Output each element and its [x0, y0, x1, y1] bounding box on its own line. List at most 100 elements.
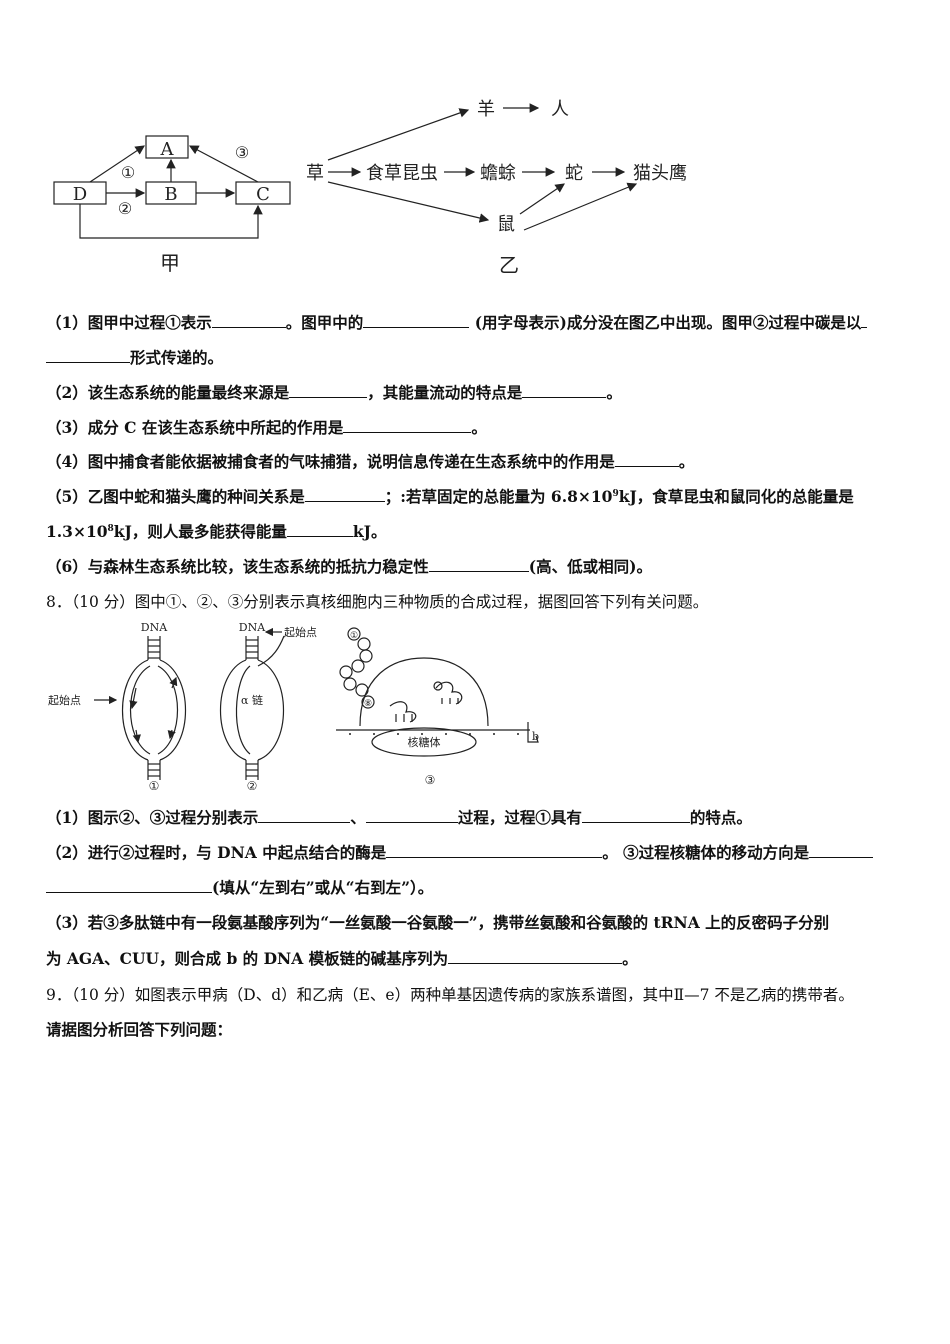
text: （5）乙图中蛇和猫头鹰的种间关系是: [46, 487, 305, 506]
box-a: [145, 135, 189, 159]
answer-blank[interactable]: [363, 313, 470, 328]
text: （6）与森林生态系统比较，该生态系统的抵抗力稳定性: [46, 557, 429, 576]
process-2-label: ②: [118, 199, 132, 218]
q8-line-3: (填从“左到右”或从“右到左”）。: [46, 878, 433, 898]
text: （1）图甲中过程①表示: [46, 313, 212, 332]
text: （4）图中捕食者能依据被捕食者的气味捕猎，说明信息传递在生态系统中的作用是: [46, 452, 615, 471]
answer-blank[interactable]: [258, 808, 351, 823]
text: kJ，则人最多能获得能量: [113, 522, 287, 541]
box-c: [235, 181, 291, 205]
origin-label-left: 起始点: [48, 693, 81, 707]
text: 1.3×10: [46, 522, 108, 541]
q8-line-2: （2）进行②过程时，与 DNA 中起点结合的酶是 。 ③过程核糖体的移动方向是: [46, 843, 874, 863]
text: 。 ③过程核糖体的移动方向是: [602, 843, 810, 862]
node-snake: 蛇: [565, 163, 583, 184]
node-sheep: 羊: [477, 99, 495, 120]
answer-blank[interactable]: [386, 843, 603, 858]
dna-label-1: DNA: [141, 621, 168, 634]
text: （3）若③多肽链中有一段氨基酸序列为“一丝氨酸一谷氨酸一”，携带丝氨酸和谷氨酸的…: [46, 913, 830, 932]
answer-blank[interactable]: [343, 418, 472, 433]
answer-blank[interactable]: [522, 383, 607, 398]
exponent: 8: [107, 523, 114, 534]
text: 过程，过程①具有: [457, 808, 582, 827]
text: （2）进行②过程时，与 DNA 中起点结合的酶是: [46, 843, 387, 862]
text: (填从“左到右”或从“右到左”）。: [212, 878, 434, 897]
figure-jia: A B D C ① ② ③ 甲: [40, 128, 310, 278]
q7-line-6: （5）乙图中蛇和猫头鹰的种间关系是 ；:若草固定的总能量为 6.8×109kJ，食…: [46, 487, 854, 507]
text: ，其能量流动的特点是: [367, 383, 523, 402]
peptide-end-label: ⑧: [364, 699, 372, 709]
text: （3）成分 C 在该生态系统中所起的作用是: [46, 418, 344, 437]
node-owl: 猫头鹰: [633, 163, 687, 184]
text: (高、低或相同)。: [528, 557, 652, 576]
answer-blank[interactable]: [581, 808, 690, 823]
q7-line-8: （6）与森林生态系统比较，该生态系统的抵抗力稳定性 (高、低或相同)。: [46, 557, 652, 577]
text: kJ。: [352, 522, 387, 541]
answer-blank[interactable]: [809, 843, 874, 858]
figure-jia-caption: 甲: [160, 251, 180, 275]
text: 。: [622, 949, 638, 968]
process-1-caption: ①: [149, 779, 160, 790]
text: 形式传递的。: [130, 348, 224, 367]
text: （2）该生态系统的能量最终来源是: [46, 383, 290, 402]
q7-line-4: （3）成分 C 在该生态系统中所起的作用是 。: [46, 418, 487, 438]
answer-blank[interactable]: [46, 348, 130, 363]
q8-title: 8．（10 分）图中①、②、③分别表示真核细胞内三种物质的合成过程，据图回答下列…: [46, 592, 708, 612]
text: 的特点。: [689, 808, 752, 827]
origin-label-top: 起始点: [284, 625, 317, 639]
b-label: b: [532, 730, 539, 743]
ribosome-label: 核糖体: [408, 735, 441, 749]
q7-line-1: （1）图甲中过程①表示。图甲中的 (用字母表示)成分没在图乙中出现。图甲②过程中…: [46, 313, 868, 333]
node-grass: 草: [306, 163, 324, 184]
process-1-label: ①: [121, 163, 135, 182]
process-3-label: ③: [235, 143, 249, 162]
text: （1）图示②、③过程分别表示: [46, 808, 259, 827]
text: 、: [350, 808, 366, 827]
exponent: 9: [612, 488, 619, 499]
answer-blank[interactable]: [861, 313, 868, 328]
answer-blank[interactable]: [289, 383, 368, 398]
box-d-label: D: [73, 184, 87, 205]
figure-q8: DNA 起始点 ① DNA 起始点 α 链 ②: [44, 618, 564, 793]
answer-blank[interactable]: [286, 522, 353, 537]
process-2-caption: ②: [247, 779, 258, 790]
answer-blank[interactable]: [211, 313, 286, 328]
q8-line-4: （3）若③多肽链中有一段氨基酸序列为“一丝氨酸一谷氨酸一”，携带丝氨酸和谷氨酸的…: [46, 913, 829, 933]
text: (用字母表示)成分没在图乙中出现。图甲②过程中碳是以: [469, 313, 862, 332]
answer-blank[interactable]: [614, 452, 679, 467]
text: 。: [606, 383, 622, 402]
q8-line-1: （1）图示②、③过程分别表示 、 过程，过程①具有 的特点。: [46, 808, 752, 828]
q7-line-2: 形式传递的。: [46, 348, 223, 368]
answer-blank[interactable]: [365, 808, 458, 823]
answer-blank[interactable]: [448, 949, 623, 964]
text: 。: [471, 418, 487, 437]
figure-yi-caption: 乙: [499, 253, 519, 277]
box-b-label: B: [164, 184, 177, 205]
q9-line-2: 请据图分析回答下列问题：: [46, 1020, 232, 1040]
answer-blank[interactable]: [304, 487, 385, 502]
text: 。: [678, 452, 695, 471]
text: 请据图分析回答下列问题：: [46, 1020, 233, 1039]
node-human: 人: [551, 99, 569, 120]
text: ；:若草固定的总能量为 6.8×10: [384, 487, 613, 506]
text: kJ，食草昆虫和鼠同化的总能量是: [618, 487, 854, 506]
answer-blank[interactable]: [46, 878, 212, 893]
process-3-caption: ③: [425, 773, 436, 787]
q7-line-5: （4）图中捕食者能依据被捕食者的气味捕猎，说明信息传递在生态系统中的作用是 。: [46, 452, 694, 472]
figure-yi: 草 食草昆虫 蟾蜍 蛇 猫头鹰 羊 人 鼠 乙: [298, 90, 708, 280]
peptide-start-label: ①: [350, 631, 358, 641]
q9-line-1: 9．（10 分）如图表示甲病（D、d）和乙病（E、e）两种单基因遗传病的家族系谱…: [46, 985, 854, 1005]
text: 9．（10 分）如图表示甲病（D、d）和乙病（E、e）两种单基因遗传病的家族系谱…: [46, 986, 854, 1004]
text: 8．（10 分）图中①、②、③分别表示真核细胞内三种物质的合成过程，据图回答下列…: [46, 593, 709, 611]
box-a-label: A: [160, 139, 175, 160]
node-toad: 蟾蜍: [480, 163, 516, 184]
node-herbivore-insect: 食草昆虫: [366, 163, 438, 184]
dna-label-2: DNA: [239, 621, 266, 634]
answer-blank[interactable]: [428, 557, 529, 572]
q7-line-3: （2）该生态系统的能量最终来源是 ，其能量流动的特点是 。: [46, 383, 622, 403]
q8-line-5: 为 AGA、CUU，则合成 b 的 DNA 模板链的碱基序列为 。: [46, 949, 638, 969]
box-c-label: C: [256, 184, 270, 205]
text: 为 AGA、CUU，则合成 b 的 DNA 模板链的碱基序列为: [46, 949, 449, 968]
node-mouse: 鼠: [497, 214, 515, 235]
q7-line-7: 1.3×108kJ，则人最多能获得能量 kJ。: [46, 522, 386, 542]
